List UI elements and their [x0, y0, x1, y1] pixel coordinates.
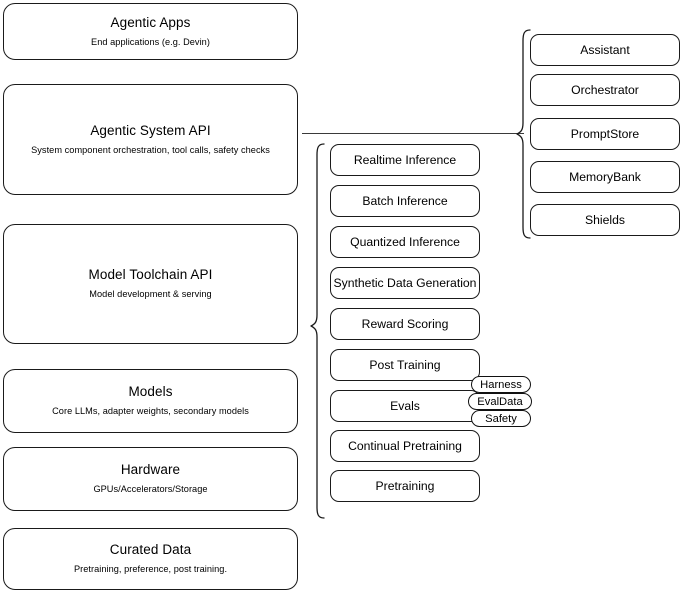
stack-layer-hardware[interactable]: Hardware GPUs/Accelerators/Storage: [3, 447, 298, 511]
stack-layer-subtitle: GPUs/Accelerators/Storage: [93, 484, 208, 495]
stack-layer-subtitle: Core LLMs, adapter weights, secondary mo…: [52, 406, 249, 417]
stack-layer-subtitle: End applications (e.g. Devin): [91, 36, 210, 47]
toolchain-chip-pretraining[interactable]: Pretraining: [330, 470, 480, 502]
stack-layer-title: Models: [128, 384, 173, 400]
toolchain-chip-reward-scoring[interactable]: Reward Scoring: [330, 308, 480, 340]
toolchain-chip-batch-inference[interactable]: Batch Inference: [330, 185, 480, 217]
stack-layer-models[interactable]: Models Core LLMs, adapter weights, secon…: [3, 369, 298, 433]
stack-layer-title: Model Toolchain API: [88, 267, 213, 283]
chip-label: Reward Scoring: [361, 317, 449, 331]
chip-label: Quantized Inference: [350, 235, 460, 249]
chip-label: MemoryBank: [569, 170, 641, 184]
chip-label: Realtime Inference: [353, 153, 457, 167]
chip-label: Orchestrator: [571, 83, 639, 97]
toolchain-chip-continual-pretraining[interactable]: Continual Pretraining: [330, 430, 480, 462]
agentic-chip-assistant[interactable]: Assistant: [530, 34, 680, 66]
evals-pill-evaldata[interactable]: EvalData: [468, 393, 532, 410]
toolchain-chip-realtime-inference[interactable]: Realtime Inference: [330, 144, 480, 176]
agentic-chip-orchestrator[interactable]: Orchestrator: [530, 74, 680, 106]
brace-toolchain: [310, 143, 325, 519]
agentic-chip-shields[interactable]: Shields: [530, 204, 680, 236]
toolchain-chip-synthetic-data-generation[interactable]: Synthetic Data Generation: [330, 267, 480, 299]
stack-layer-model-toolchain-api[interactable]: Model Toolchain API Model development & …: [3, 224, 298, 344]
chip-label: Assistant: [580, 43, 630, 57]
stack-layer-title: Curated Data: [109, 542, 192, 558]
evals-pill-safety[interactable]: Safety: [471, 410, 531, 427]
stack-layer-title: Agentic Apps: [110, 14, 191, 30]
agentic-chip-promptstore[interactable]: PromptStore: [530, 118, 680, 150]
chip-label: Shields: [585, 213, 625, 227]
stack-layer-title: Agentic System API: [90, 122, 211, 138]
chip-label: Post Training: [369, 358, 441, 372]
pill-label: Safety: [485, 412, 517, 425]
toolchain-chip-quantized-inference[interactable]: Quantized Inference: [330, 226, 480, 258]
stack-layer-title: Hardware: [120, 462, 181, 478]
stack-layer-subtitle: Pretraining, preference, post training.: [73, 564, 228, 575]
connector-line-agentic-system: [302, 133, 524, 134]
chip-label: Batch Inference: [362, 194, 448, 208]
stack-layer-agentic-system-api[interactable]: Agentic System API System component orch…: [3, 84, 298, 195]
evals-pill-harness[interactable]: Harness: [471, 376, 531, 393]
brace-agentic: [516, 29, 531, 239]
pill-label: Harness: [480, 378, 522, 391]
chip-label: Continual Pretraining: [348, 439, 462, 453]
chip-label: Pretraining: [375, 479, 435, 493]
stack-layer-subtitle: System component orchestration, tool cal…: [31, 144, 270, 155]
toolchain-chip-evals[interactable]: Evals: [330, 390, 480, 422]
pill-label: EvalData: [477, 395, 523, 408]
stack-layer-curated-data[interactable]: Curated Data Pretraining, preference, po…: [3, 528, 298, 590]
agentic-chip-memorybank[interactable]: MemoryBank: [530, 161, 680, 193]
chip-label: Synthetic Data Generation: [333, 276, 477, 290]
stack-layer-subtitle: Model development & serving: [89, 289, 212, 300]
chip-label: Evals: [390, 399, 420, 413]
stack-layer-agentic-apps[interactable]: Agentic Apps End applications (e.g. Devi…: [3, 3, 298, 60]
toolchain-chip-post-training[interactable]: Post Training: [330, 349, 480, 381]
chip-label: PromptStore: [570, 127, 640, 141]
